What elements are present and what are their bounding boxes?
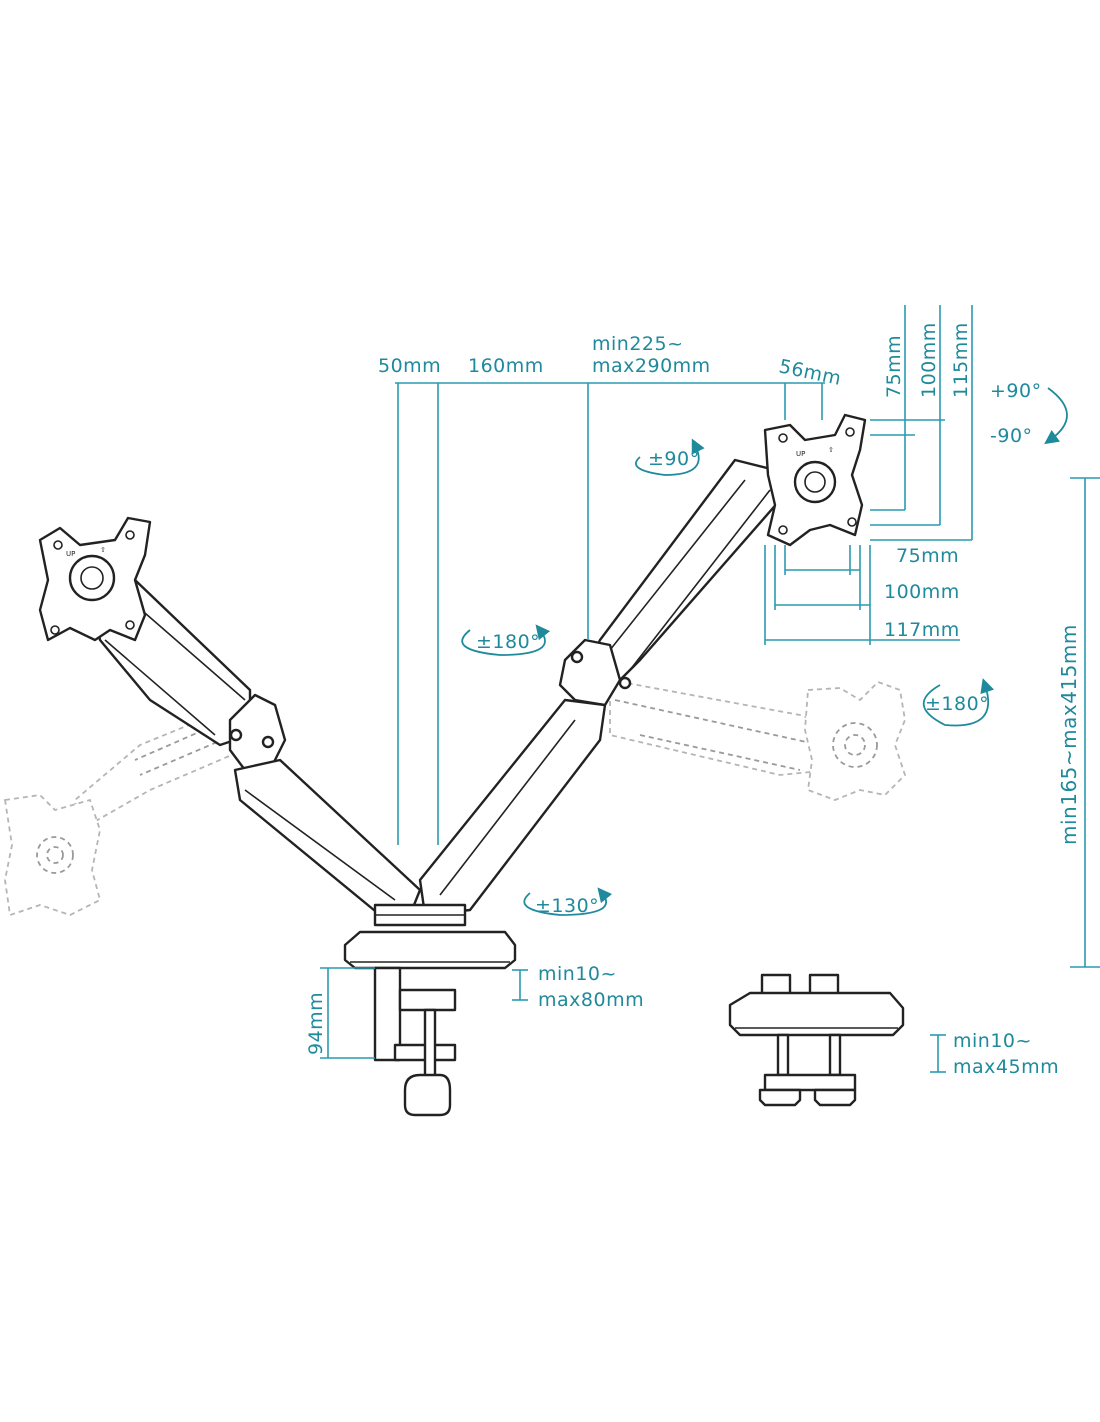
arm-swivel-180-label: ±180° bbox=[476, 631, 540, 653]
reach-label-line2: max290mm bbox=[592, 355, 711, 377]
clamp-desk-label-line1: min10~ bbox=[538, 963, 617, 985]
clamp-base bbox=[343, 903, 517, 1117]
grommet-desk-label-line1: min10~ bbox=[953, 1030, 1032, 1052]
vesa-v75-label: 75mm bbox=[883, 335, 905, 398]
ghost-right-arm bbox=[609, 678, 907, 801]
plate-56-label: 56mm bbox=[777, 355, 843, 390]
vesa-v100-label: 100mm bbox=[918, 322, 940, 398]
clamp-94-label: 94mm bbox=[305, 992, 327, 1055]
grommet-base bbox=[728, 973, 905, 1107]
dimension-lines bbox=[320, 305, 1100, 1073]
height-range-label: min165~max415mm bbox=[1057, 624, 1081, 845]
vesa-v115-label: 115mm bbox=[950, 322, 972, 398]
tilt-down-label: -90° bbox=[990, 425, 1033, 447]
right-monitor-arm bbox=[418, 458, 782, 917]
right-vesa-plate: UP ⇧ bbox=[763, 413, 867, 547]
reach-label-line1: min225~ bbox=[592, 333, 684, 355]
swivel-90-label: ±90° bbox=[648, 448, 700, 470]
base-swivel-130-label: ±130° bbox=[535, 895, 599, 917]
left-plate-up-arrow: ⇧ bbox=[100, 546, 106, 554]
right-plate-up-arrow: ⇧ bbox=[828, 446, 834, 454]
screen-rotate-180-label: ±180° bbox=[925, 693, 989, 715]
vesa-h117-label: 117mm bbox=[884, 619, 960, 641]
tilt-up-label: +90° bbox=[990, 380, 1042, 402]
right-plate-up-label: UP bbox=[796, 450, 805, 458]
clamp-desk-label-line2: max80mm bbox=[538, 989, 644, 1011]
vesa-h100-label: 100mm bbox=[884, 581, 960, 603]
offset-50-label: 50mm bbox=[378, 355, 441, 377]
left-plate-up-label: UP bbox=[66, 550, 75, 558]
offset-160-label: 160mm bbox=[468, 355, 544, 377]
vesa-h75-label: 75mm bbox=[896, 545, 959, 567]
grommet-desk-label-line2: max45mm bbox=[953, 1056, 1059, 1078]
rotation-arrows bbox=[461, 387, 1068, 916]
left-vesa-plate: UP ⇧ bbox=[38, 516, 152, 642]
